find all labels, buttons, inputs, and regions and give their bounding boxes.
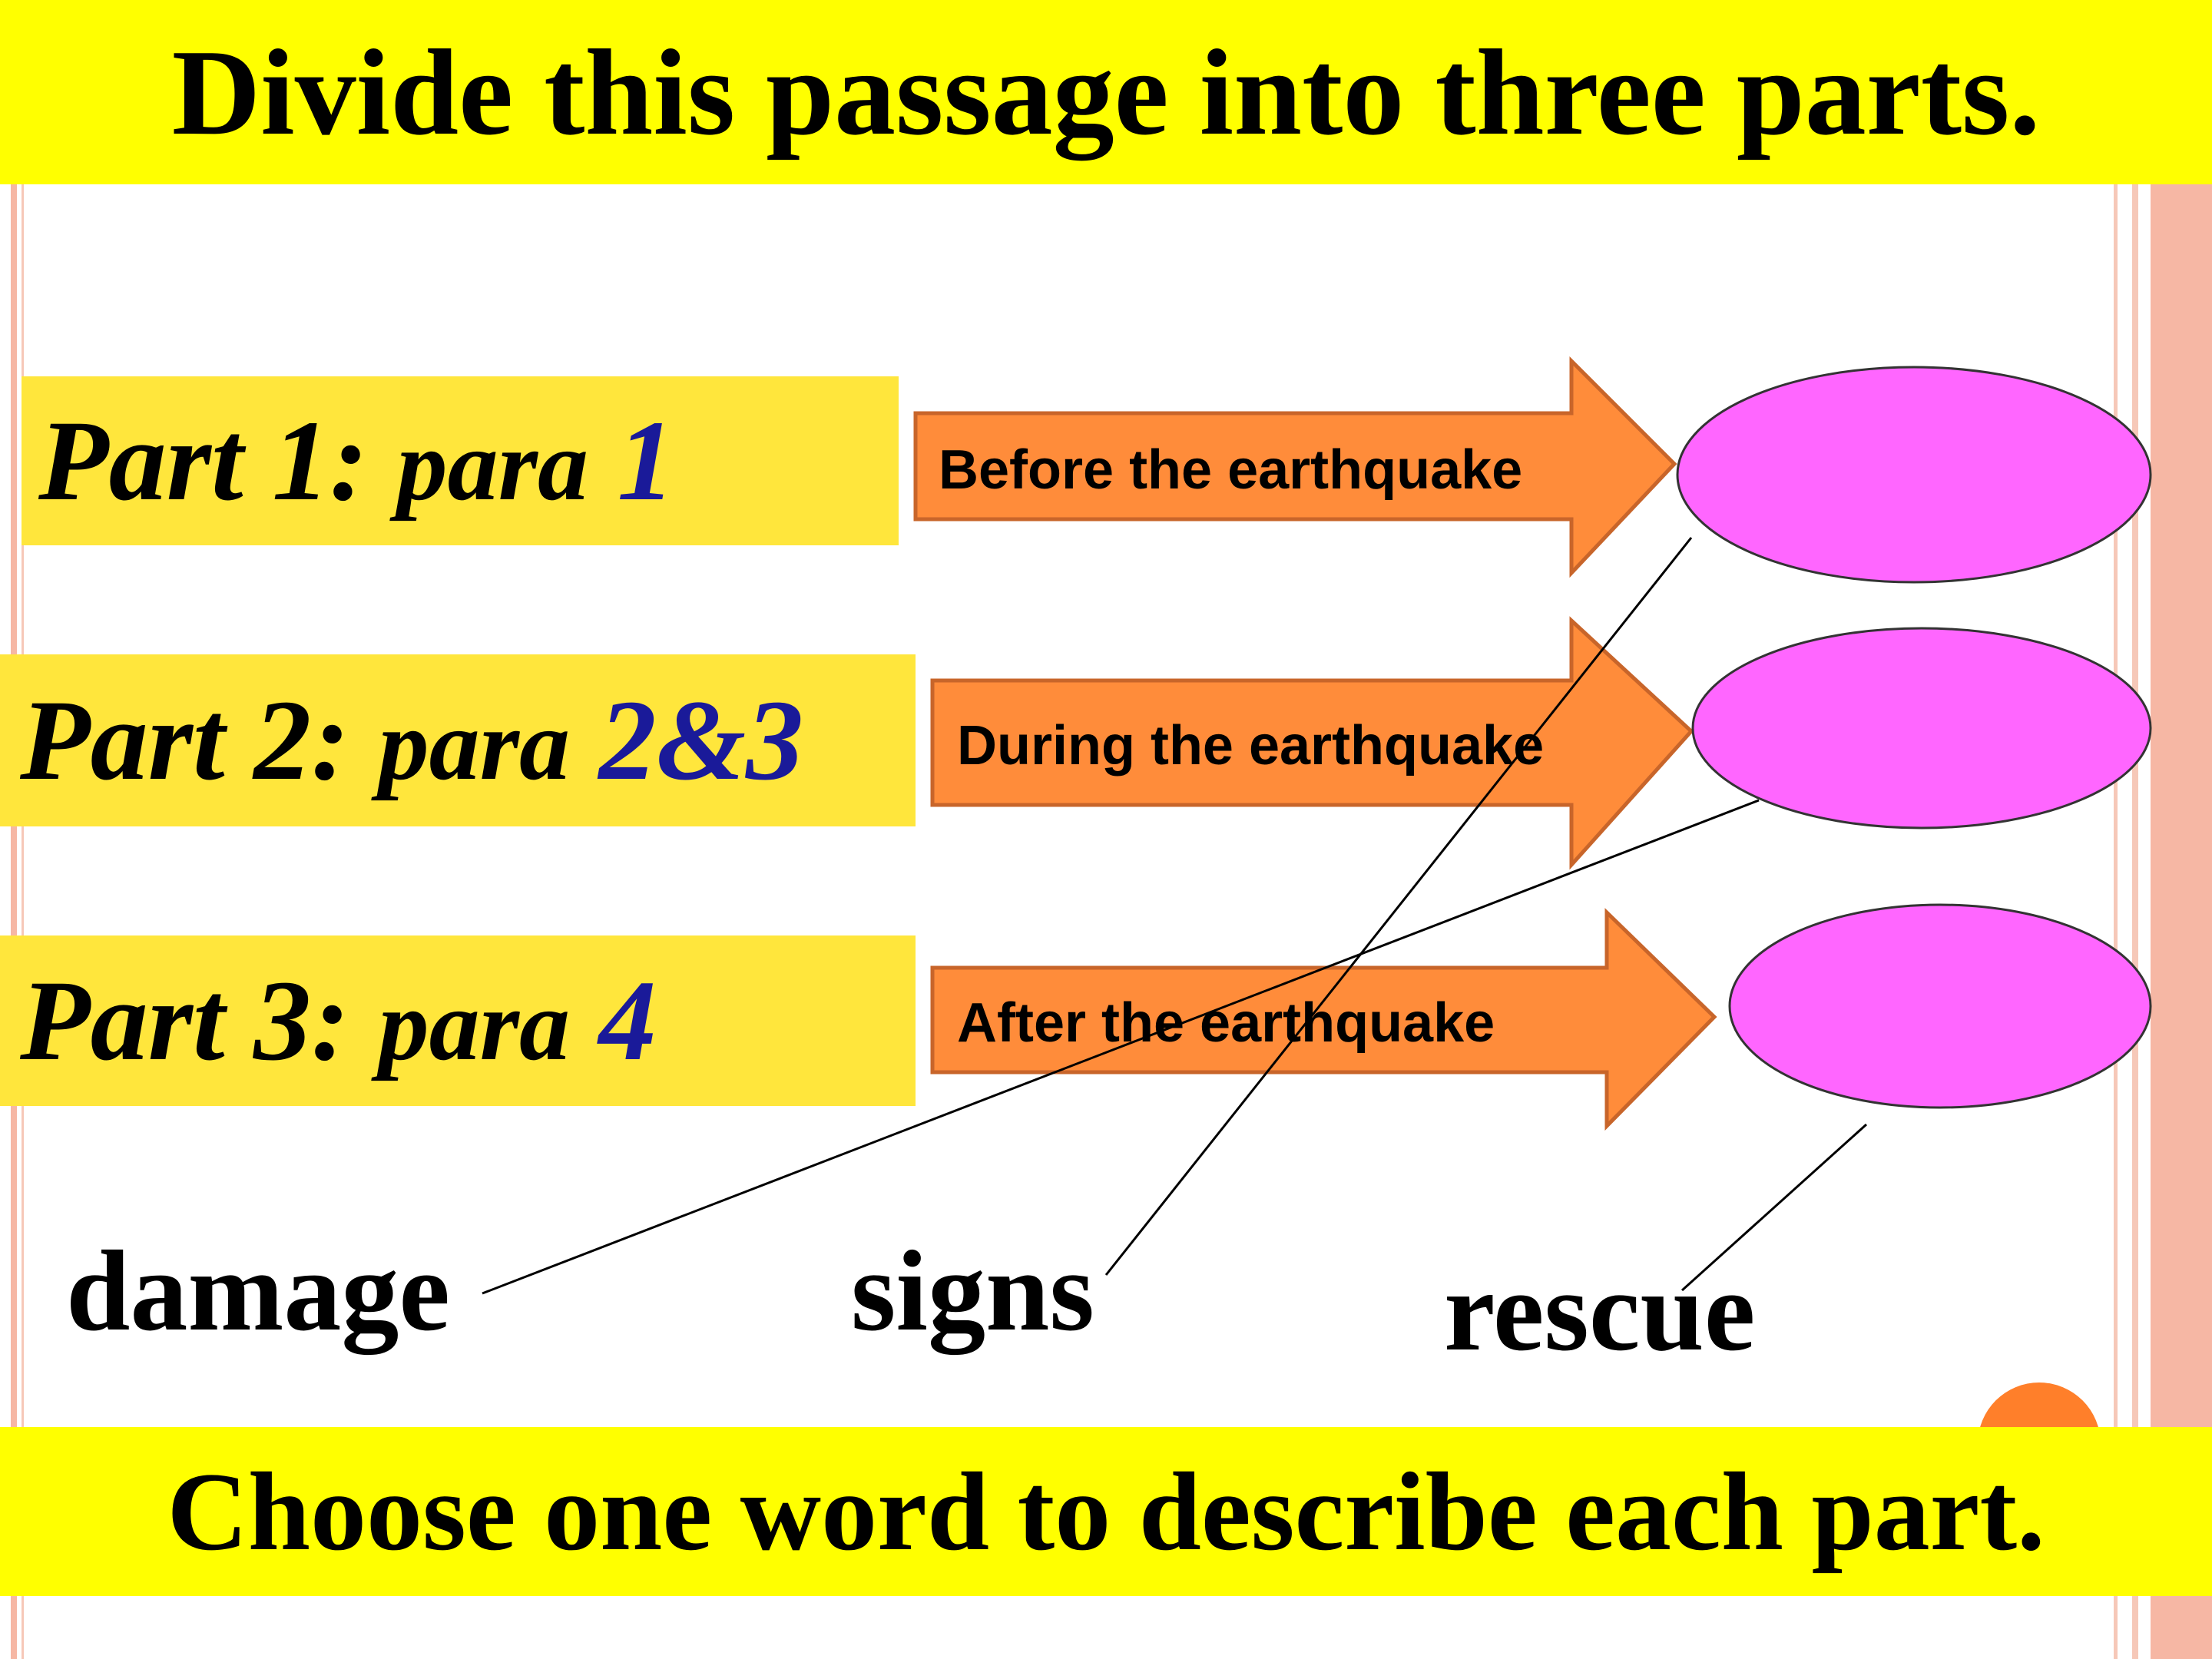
arrow-label-before: Before the earthquake <box>939 439 1523 501</box>
right-border-stripe-thin-2 <box>2132 0 2138 1659</box>
connector-lines <box>482 537 1868 1295</box>
arrow-during <box>930 616 1694 870</box>
answer-oval-2 <box>1691 627 2152 830</box>
arrow-label-during: During the earthquake <box>957 715 1545 777</box>
instruction-text: Choose one word to describe each part. <box>167 1449 2045 1574</box>
part-2-box: Part 2: para 2&3 <box>0 654 916 826</box>
line-rescue-to-oval-3 <box>1681 1123 1868 1292</box>
right-border-stripe-thin <box>2114 0 2118 1659</box>
word-signs: signs <box>851 1227 1094 1355</box>
right-border-stripe <box>2151 0 2212 1659</box>
page-title: Divide this passage into three parts. <box>171 23 2041 161</box>
answer-ovals <box>1676 366 2152 1109</box>
arrow-label-after: After the earthquake <box>957 992 1495 1054</box>
arrow-after <box>930 908 1717 1131</box>
answer-oval-1 <box>1676 366 2152 584</box>
part-3-text: Part 3: para 4 <box>20 957 657 1084</box>
part-1-text: Part 1: para 1 <box>38 397 675 525</box>
word-damage: damage <box>66 1227 450 1355</box>
part-3-box: Part 3: para 4 <box>0 935 916 1106</box>
left-border-stripe-thin <box>22 0 24 1659</box>
title-banner: Divide this passage into three parts. <box>0 0 2212 184</box>
left-border-stripe <box>11 0 17 1659</box>
answer-oval-3 <box>1728 903 2152 1109</box>
part-1-box: Part 1: para 1 <box>22 376 899 545</box>
word-rescue: rescue <box>1444 1247 1756 1375</box>
line-damage-to-oval-2 <box>482 799 1760 1295</box>
line-signs-to-oval-1 <box>1104 537 1693 1276</box>
arrow-before <box>913 356 1677 578</box>
instruction-banner: Choose one word to describe each part. <box>0 1427 2212 1596</box>
arrow-shapes <box>913 356 1717 1131</box>
part-2-text: Part 2: para 2&3 <box>20 677 804 804</box>
